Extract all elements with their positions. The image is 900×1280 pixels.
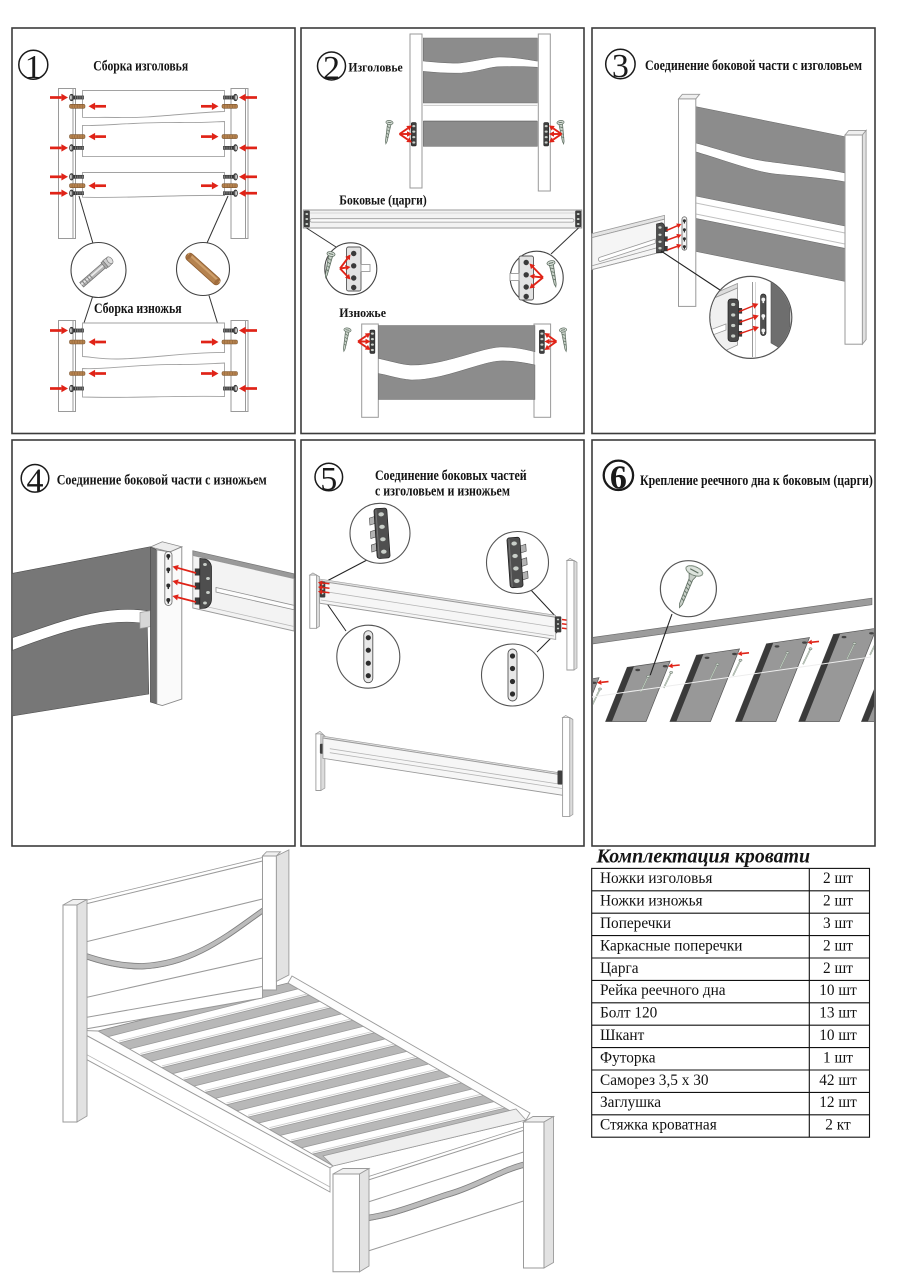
svg-text:4: 4	[27, 463, 44, 500]
svg-text:Сборка изножья: Сборка изножья	[94, 301, 182, 317]
svg-text:Соединение боковых частей: Соединение боковых частей	[375, 468, 527, 484]
svg-text:Ножки изножья: Ножки изножья	[600, 893, 703, 910]
svg-text:Футорка: Футорка	[600, 1049, 656, 1066]
svg-text:Шкант: Шкант	[600, 1027, 645, 1044]
svg-text:Поперечки: Поперечки	[600, 915, 671, 932]
svg-text:Ножки изголовья: Ножки изголовья	[600, 870, 712, 887]
svg-text:Стяжка кроватная: Стяжка кроватная	[600, 1117, 717, 1134]
svg-text:1: 1	[25, 49, 42, 86]
svg-text:Комплектация кровати: Комплектация кровати	[596, 846, 811, 868]
svg-text:с изголовьем и изножьем: с изголовьем и изножьем	[375, 484, 510, 500]
svg-text:13 шт: 13 шт	[819, 1005, 857, 1022]
svg-text:5: 5	[320, 461, 337, 498]
svg-text:6: 6	[610, 460, 627, 497]
svg-text:12 шт: 12 шт	[819, 1094, 857, 1111]
svg-text:2 кт: 2 кт	[825, 1117, 851, 1134]
svg-text:2: 2	[323, 50, 340, 87]
svg-text:Изножье: Изножье	[339, 306, 386, 320]
svg-text:2 шт: 2 шт	[823, 937, 853, 954]
svg-text:Крепление реечного дна к боков: Крепление реечного дна к боковым (царги)	[640, 473, 873, 489]
svg-text:Соединение боковой части с изг: Соединение боковой части с изголовьем	[645, 58, 862, 74]
svg-text:2 шт: 2 шт	[823, 870, 853, 887]
svg-text:Боковые (царги): Боковые (царги)	[339, 192, 426, 207]
svg-text:2 шт: 2 шт	[823, 960, 853, 977]
svg-text:42 шт: 42 шт	[819, 1072, 857, 1089]
svg-text:3: 3	[612, 48, 629, 85]
svg-text:Заглушка: Заглушка	[600, 1094, 661, 1111]
svg-text:3 шт: 3 шт	[823, 915, 853, 932]
svg-text:Каркасные поперечки: Каркасные поперечки	[600, 937, 742, 954]
svg-text:Рейка реечного дна: Рейка реечного дна	[600, 982, 726, 999]
svg-text:Болт 120: Болт 120	[600, 1005, 658, 1022]
svg-text:1 шт: 1 шт	[823, 1049, 853, 1066]
svg-text:Царга: Царга	[600, 960, 639, 977]
svg-text:2 шт: 2 шт	[823, 893, 853, 910]
svg-text:Саморез 3,5 х 30: Саморез 3,5 х 30	[600, 1072, 709, 1089]
svg-text:10 шт: 10 шт	[819, 1027, 857, 1044]
svg-text:Соединение боковой части с изн: Соединение боковой части с изножьем	[57, 472, 267, 488]
svg-text:Сборка изголовья: Сборка изголовья	[93, 58, 188, 74]
svg-text:10 шт: 10 шт	[819, 982, 857, 999]
svg-text:Изголовье: Изголовье	[348, 60, 403, 74]
